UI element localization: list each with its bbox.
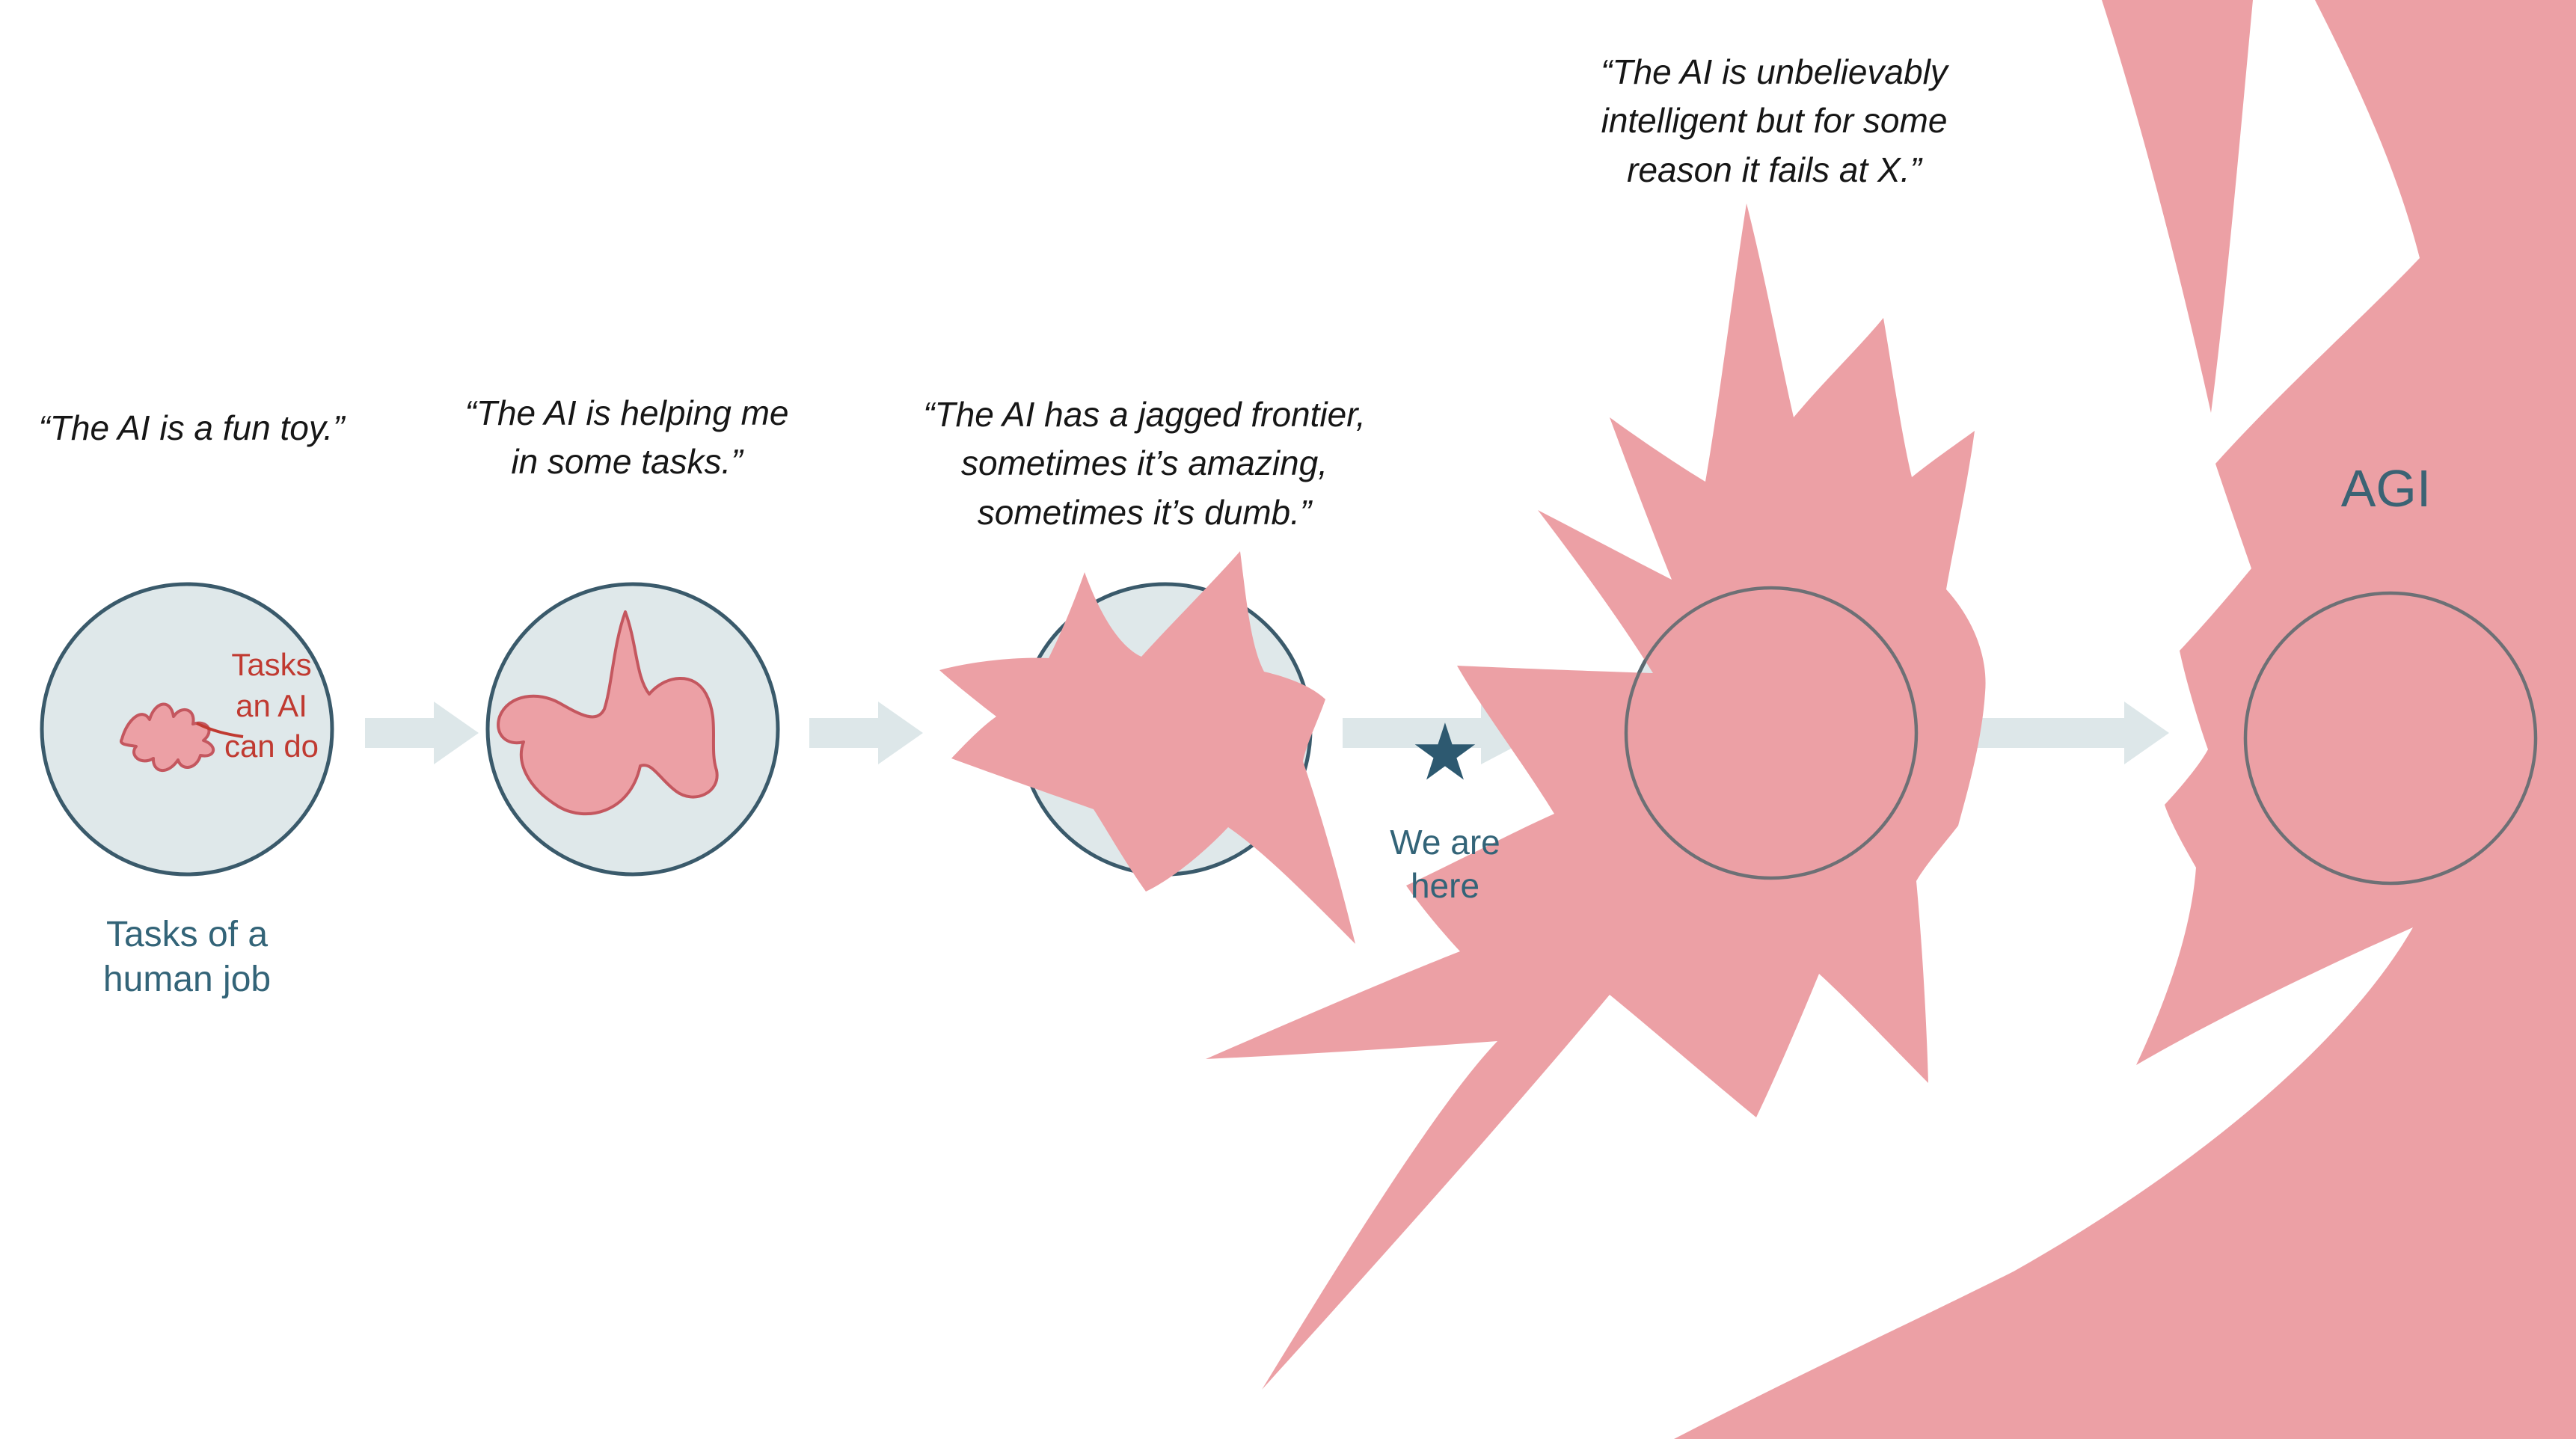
progress-arrow-1 bbox=[365, 702, 479, 764]
we-are-here-label: We are here bbox=[1390, 823, 1500, 905]
circle-outline-stage-4 bbox=[1624, 586, 1919, 880]
ai-capability-blob-stage-3 bbox=[939, 551, 1355, 944]
stage-3-quote: “The AI has a jagged frontier, sometimes… bbox=[923, 395, 1366, 532]
ai-capability-blob-stage-1 bbox=[120, 702, 215, 773]
tasks-ai-label: Tasks an AI can do bbox=[224, 647, 319, 764]
stage-2-quote: “The AI is helping me in some tasks.” bbox=[464, 393, 789, 482]
ai-capability-blob-stage-4 bbox=[1206, 203, 1986, 1390]
human-job-label: Tasks of a human job bbox=[102, 915, 272, 999]
agi-top-spike bbox=[2102, 0, 2253, 413]
ai-capability-blob-stage-2 bbox=[497, 610, 719, 816]
progress-arrow-2 bbox=[809, 702, 923, 764]
we-are-here-star-icon: ★ bbox=[1409, 709, 1481, 797]
agi-pink-mass bbox=[1674, 0, 2576, 1439]
tasks-ai-leader-line bbox=[196, 722, 244, 738]
circle-outline-stage-5 bbox=[2243, 591, 2538, 886]
stage-4-quote: “The AI is unbelievably intelligent but … bbox=[1601, 52, 1948, 189]
agi-label: AGI bbox=[2340, 459, 2432, 518]
stage-1-quote: “The AI is a fun toy.” bbox=[38, 408, 345, 447]
progress-arrow-4 bbox=[1943, 702, 2169, 764]
